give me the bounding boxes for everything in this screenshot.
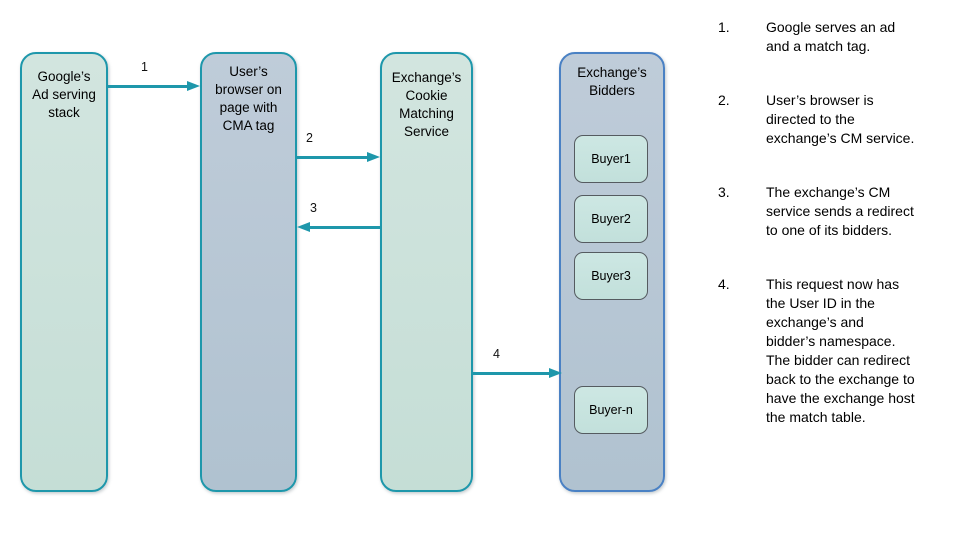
arrow-1-label: 1 <box>141 60 148 74</box>
arrow-4-head-icon <box>549 368 562 378</box>
buyer-label: Buyer2 <box>591 212 631 226</box>
step-item-4: 4. This request now has the User ID in t… <box>718 275 950 427</box>
arrow-4-label: 4 <box>493 347 500 361</box>
buyer-box: Buyer3 <box>574 252 648 300</box>
step-item-2: 2. User’s browser is directed to the exc… <box>718 91 950 148</box>
box-label: Google’s Ad serving stack <box>32 69 96 120</box>
buyer-box: Buyer-n <box>574 386 648 434</box>
step-text: Google serves an ad and a match tag. <box>766 19 896 54</box>
step-text: The exchange’s CM service sends a redire… <box>766 184 914 238</box>
step-text: User’s browser is directed to the exchan… <box>766 92 915 146</box>
arrow-3-line <box>310 226 380 229</box>
buyer-label: Buyer3 <box>591 269 631 283</box>
step-text: This request now has the User ID in the … <box>766 276 915 425</box>
step-number: 2. <box>718 92 730 108</box>
arrow-2-head-icon <box>367 152 380 162</box>
box-label: Exchange’s Cookie Matching Service <box>391 70 462 139</box>
step-item-3: 3. The exchange’s CM service sends a red… <box>718 183 950 240</box>
box-user-browser: User’s browser on page with CMA tag <box>200 52 297 492</box>
step-number: 4. <box>718 276 730 292</box>
box-google-ad-serving-stack: Google’s Ad serving stack <box>20 52 108 492</box>
arrow-1-line <box>108 85 188 88</box>
box-label: Exchange’s Bidders <box>577 65 647 98</box>
box-exchange-bidders: Exchange’s Bidders Buyer1 Buyer2 Buyer3 … <box>559 52 665 492</box>
buyer-box: Buyer2 <box>574 195 648 243</box>
arrow-2-label: 2 <box>306 131 313 145</box>
arrow-4-line <box>473 372 550 375</box>
arrow-3-head-icon <box>297 222 310 232</box>
box-cookie-matching-service: Exchange’s Cookie Matching Service <box>380 52 473 492</box>
arrow-2-line <box>297 156 368 159</box>
steps-list: 1. Google serves an ad and a match tag. … <box>718 18 950 427</box>
step-number: 3. <box>718 184 730 200</box>
buyer-box: Buyer1 <box>574 135 648 183</box>
buyer-label: Buyer-n <box>589 403 633 417</box>
box-label: User’s browser on page with CMA tag <box>215 64 282 133</box>
arrow-3-label: 3 <box>310 201 317 215</box>
step-number: 1. <box>718 19 730 35</box>
step-item-1: 1. Google serves an ad and a match tag. <box>718 18 950 56</box>
buyer-label: Buyer1 <box>591 152 631 166</box>
arrow-1-head-icon <box>187 81 200 91</box>
